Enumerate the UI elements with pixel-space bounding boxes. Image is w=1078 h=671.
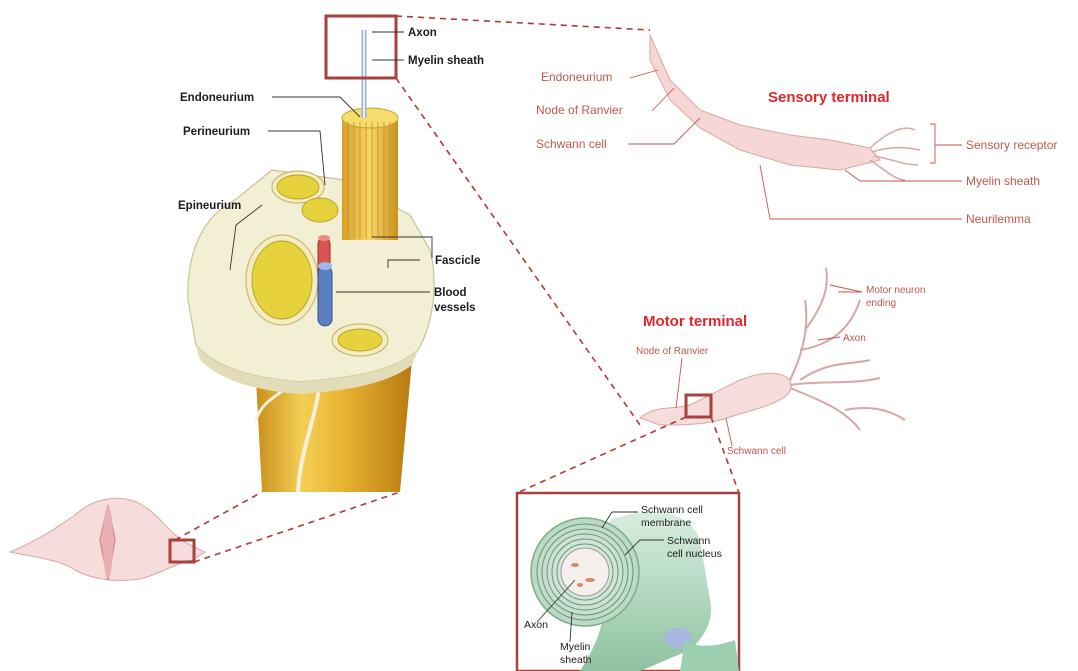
schwann-cell-inset — [517, 493, 739, 671]
label-blood-2: vessels — [434, 302, 476, 314]
motor-label-axon: Axon — [843, 333, 866, 344]
motor-label-ending-2: ending — [866, 298, 896, 309]
inset-label-membrane-2: membrane — [641, 517, 691, 529]
motor-label-schwann: Schwann cell — [727, 446, 786, 457]
motor-label-node: Node of Ranvier — [636, 346, 709, 357]
axon-highlight-box — [326, 16, 396, 78]
motor-terminal-title: Motor terminal — [643, 313, 747, 330]
label-axon-top: Axon — [408, 27, 437, 39]
label-myelin-top: Myelin sheath — [408, 55, 484, 67]
inset-label-nucleus-1: Schwann — [667, 535, 710, 547]
sensory-label-endoneurium: Endoneurium — [541, 70, 612, 84]
sensory-terminal-drawing — [650, 35, 920, 180]
sensory-label-myelin: Myelin sheath — [966, 174, 1040, 188]
sensory-terminal-title: Sensory terminal — [768, 89, 890, 106]
label-blood-1: Blood — [434, 287, 467, 299]
inset-label-membrane-1: Schwann cell — [641, 504, 703, 516]
inset-label-axon: Axon — [524, 619, 548, 631]
sensory-label-neurilemma: Neurilemma — [966, 212, 1031, 226]
label-fascicle: Fascicle — [435, 255, 480, 267]
inset-label-nucleus-2: cell nucleus — [667, 548, 722, 560]
inset-label-myelin-1: Myelin — [560, 641, 591, 653]
vein — [318, 266, 332, 326]
motor-label-ending-1: Motor neuron — [866, 285, 925, 296]
sensory-label-schwann: Schwann cell — [536, 137, 607, 151]
inset-label-myelin-2: sheath — [560, 654, 592, 666]
label-endoneurium: Endoneurium — [180, 92, 254, 104]
label-epineurium: Epineurium — [178, 200, 241, 212]
label-perineurium: Perineurium — [183, 126, 250, 138]
sensory-label-node: Node of Ranvier — [536, 103, 623, 117]
sensory-label-receptor: Sensory receptor — [966, 138, 1057, 152]
